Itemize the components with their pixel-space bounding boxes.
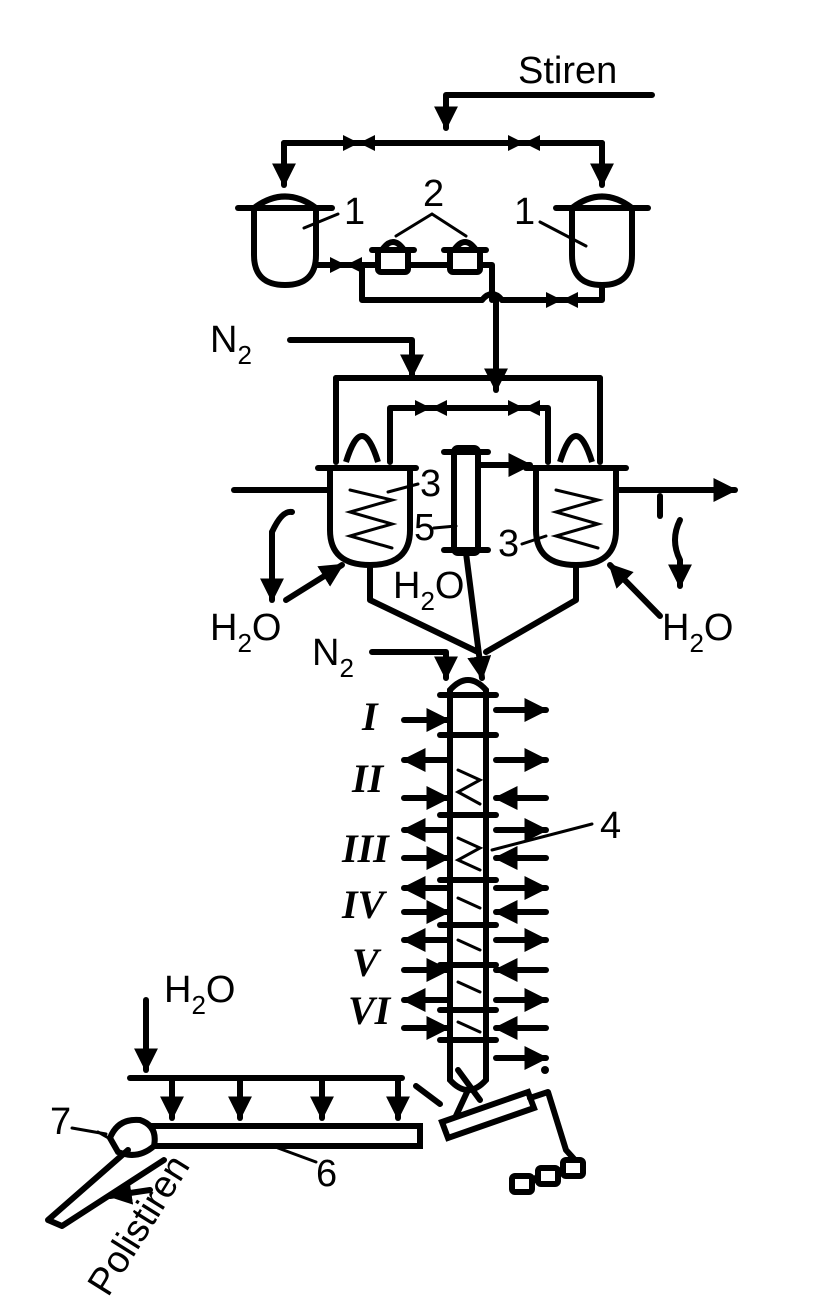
doser-pump-right (441, 239, 489, 275)
storage-tank-left (235, 193, 335, 289)
heating-lines (231, 478, 738, 619)
leader-line (302, 212, 340, 230)
zone-label-iii: III (341, 826, 390, 871)
water-label-condenser: H2O (393, 565, 464, 616)
zone-label-ii: II (351, 756, 385, 801)
extruder (413, 1066, 586, 1195)
nitrogen-label-top: N2 (210, 319, 252, 370)
label-6: 6 (316, 1153, 337, 1195)
nitrogen-feed-line (287, 337, 424, 379)
zone-label-vi: VI (348, 988, 392, 1033)
valve-icon (330, 257, 362, 273)
product-chute (45, 1147, 167, 1229)
leader-line (432, 524, 458, 530)
label-1-right: 1 (514, 191, 535, 233)
column-heat-exchange-arrows (401, 698, 549, 1070)
label-3-right: 3 (498, 523, 519, 565)
zone-label-iv: IV (341, 882, 388, 927)
label-2: 2 (423, 173, 444, 215)
polystyrene-label: Polistiren (80, 1148, 198, 1303)
valve-icon (343, 135, 375, 151)
leader-line (490, 822, 594, 852)
label-4: 4 (600, 805, 621, 847)
label-7: 7 (50, 1101, 71, 1143)
zone-label-v: V (352, 940, 382, 985)
styrene-label: Stiren (518, 50, 617, 92)
valve-icon (546, 292, 578, 308)
zone-label-i: I (361, 694, 379, 739)
polymerization-column (437, 677, 499, 1093)
valve-icon (415, 400, 447, 416)
leader-line (538, 220, 588, 248)
granulator (70, 1116, 158, 1158)
label-1-left: 1 (344, 191, 365, 233)
cooling-bath (147, 1123, 423, 1164)
leader-line (394, 212, 468, 238)
prepolymerizer-right (523, 433, 629, 569)
leader-line (386, 482, 420, 494)
valve-icon (508, 400, 540, 416)
transfer-piping (313, 262, 605, 393)
nitrogen-label-column: N2 (312, 632, 354, 683)
water-label-right: H2O (662, 607, 733, 658)
prepolymerizer-left (315, 433, 419, 569)
reactor-header (333, 375, 603, 465)
cooling-water-manifold (127, 997, 410, 1121)
leader-line (520, 534, 548, 546)
valve-icon (508, 135, 540, 151)
reactor-outlet-lines (367, 550, 579, 681)
water-label-bath: H2O (164, 969, 235, 1020)
label-3-left: 3 (420, 463, 441, 505)
styrene-feed-line (272, 92, 655, 188)
doser-pump-left (369, 239, 417, 275)
water-label-left: H2O (210, 607, 281, 658)
label-5: 5 (414, 507, 435, 549)
storage-tank-right (553, 193, 651, 289)
